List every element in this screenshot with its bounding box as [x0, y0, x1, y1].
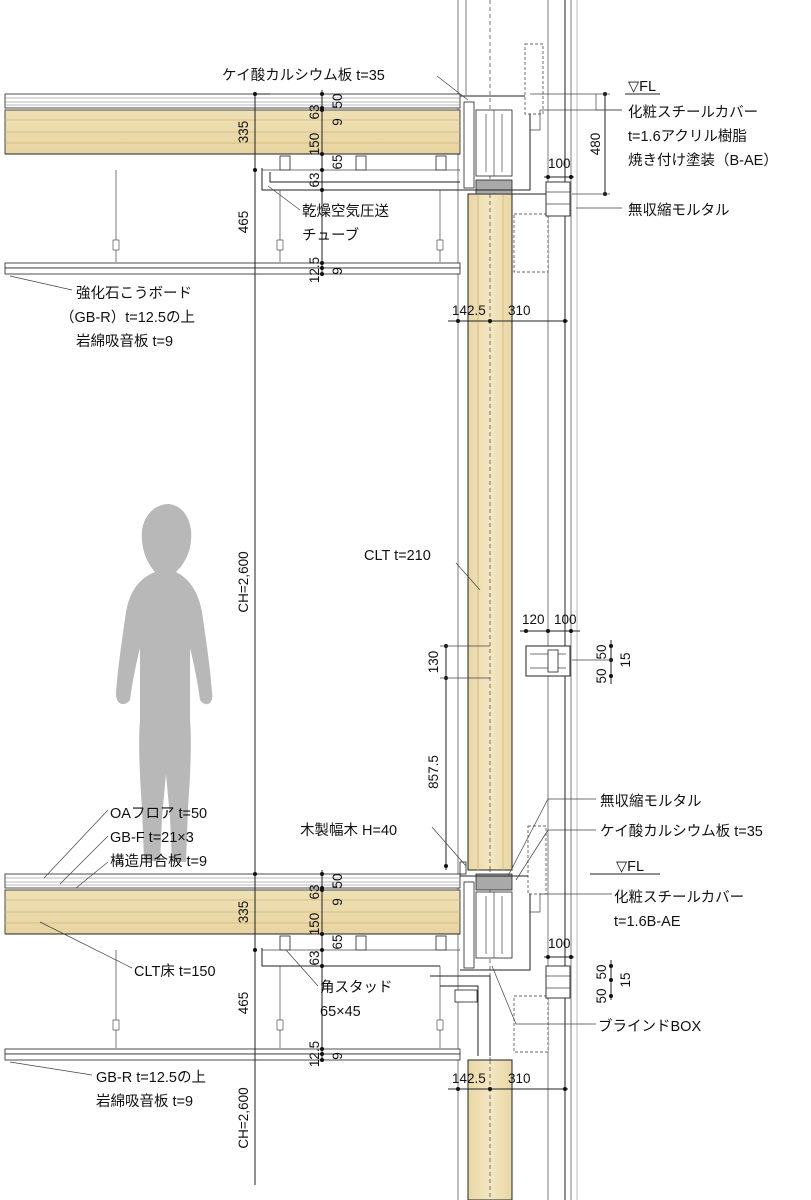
dim-ch-bottom: CH=2,600	[236, 1087, 251, 1148]
label-mortar-bottom: 無収縮モルタル	[600, 793, 702, 810]
label-baseboard: 木製幅木 H=40	[300, 822, 397, 839]
label-cover-top-3: 焼き付け塗装（B-AE）	[628, 151, 778, 169]
label-tube-1: 乾燥空気圧送	[302, 203, 389, 220]
dim-65-bottom: 65	[330, 934, 345, 949]
top-dimension-stack	[253, 90, 324, 276]
horizontal-dims	[440, 92, 613, 1091]
dim-50-bottom: 50	[330, 873, 345, 888]
middle-transom	[525, 645, 571, 677]
dim-50-top: 50	[330, 93, 345, 108]
dim-12-5-bottom: 12.5	[307, 1041, 322, 1067]
dim-50a-bottom: 50	[594, 964, 609, 979]
label-fl-bottom: ▽FL	[616, 859, 644, 875]
label-tube-2: チューブ	[302, 226, 359, 244]
top-floor-slab	[4, 93, 461, 275]
human-silhouette	[115, 504, 213, 862]
dim-12-5-top: 12.5	[307, 257, 322, 283]
clt-wall	[467, 179, 513, 1200]
bottom-cover-box	[459, 825, 571, 1053]
label-cover-bottom-2: t=1.6B-AE	[614, 914, 681, 930]
dim-65-top: 65	[330, 154, 345, 169]
label-plywood: 構造用合板 t=9	[110, 852, 207, 870]
dim-120-mid: 120	[522, 612, 545, 627]
dim-335-bottom: 335	[236, 901, 251, 924]
dim-310-bottom: 310	[508, 1071, 531, 1086]
dim-9-top: 9	[330, 118, 345, 126]
dim-50a-mid: 50	[594, 644, 609, 659]
dim-150-bottom: 150	[307, 913, 322, 936]
fl-lines	[590, 93, 660, 875]
dim-50b-bottom: 50	[594, 988, 609, 1003]
label-gb-f: GB-F t=21×3	[110, 830, 194, 846]
label-cover-top-1: 化粧スチールカバー	[628, 104, 758, 121]
label-gb-top-3: 岩綿吸音板 t=9	[76, 332, 173, 350]
bottom-floor-slab	[4, 873, 491, 1061]
dim-100-top: 100	[548, 156, 571, 171]
dim-50b-mid: 50	[594, 668, 609, 683]
dim-465-bottom: 465	[236, 992, 251, 1015]
dim-130: 130	[426, 651, 441, 674]
label-fl-top: ▽FL	[628, 79, 656, 95]
label-cover-bottom-1: 化粧スチールカバー	[614, 889, 744, 906]
dim-63b-bottom: 63	[307, 950, 322, 965]
dim-9b-top: 9	[330, 267, 345, 275]
label-gb-bottom-2: 岩綿吸音板 t=9	[96, 1092, 193, 1110]
label-cover-top-2: t=1.6アクリル樹脂	[628, 128, 747, 145]
dim-ch-top: CH=2,600	[236, 551, 251, 612]
label-blind-box: ブラインドBOX	[598, 1017, 701, 1035]
dim-857-5: 857.5	[426, 755, 441, 789]
dim-465-top: 465	[236, 211, 251, 234]
label-clt-floor: CLT床 t=150	[134, 963, 216, 980]
dim-480-top: 480	[588, 133, 603, 156]
dim-142-5-bottom: 142.5	[452, 1071, 486, 1086]
dim-9-bottom: 9	[330, 898, 345, 906]
dim-63b-top: 63	[307, 172, 322, 187]
dim-100-mid: 100	[554, 612, 577, 627]
label-gb-top-1: 強化石こうボード	[76, 285, 192, 302]
label-calcium-board-bottom: ケイ酸カルシウム板 t=35	[600, 822, 763, 840]
label-stud-1: 角スタッド	[320, 979, 393, 996]
dim-310-top: 310	[508, 303, 531, 318]
label-calcium-board-top: ケイ酸カルシウム板 t=35	[222, 66, 385, 84]
label-gb-top-2: （GB-R）t=12.5の上	[60, 309, 195, 326]
dim-15-mid: 15	[618, 652, 633, 667]
dim-63a-top: 63	[307, 104, 322, 119]
label-gb-bottom-1: GB-R t=12.5の上	[96, 1069, 206, 1086]
dim-335-top: 335	[236, 121, 251, 144]
bottom-dimension-stack	[253, 870, 324, 1062]
leader-lines	[9, 75, 622, 1076]
dim-15-bottom: 15	[618, 972, 633, 987]
label-stud-2: 65×45	[320, 1004, 361, 1020]
dim-142-5-top: 142.5	[452, 303, 486, 318]
dim-150-top: 150	[307, 133, 322, 156]
ch-dimension-lines	[252, 96, 258, 1185]
dim-100-bottom: 100	[548, 936, 571, 951]
dim-9b-bottom: 9	[330, 1052, 345, 1060]
top-cover-box	[460, 43, 571, 273]
label-mortar-top: 無収縮モルタル	[628, 202, 730, 219]
label-clt: CLT t=210	[364, 548, 431, 564]
dim-63a-bottom: 63	[307, 884, 322, 899]
label-oa-floor: OAフロア t=50	[110, 806, 207, 822]
